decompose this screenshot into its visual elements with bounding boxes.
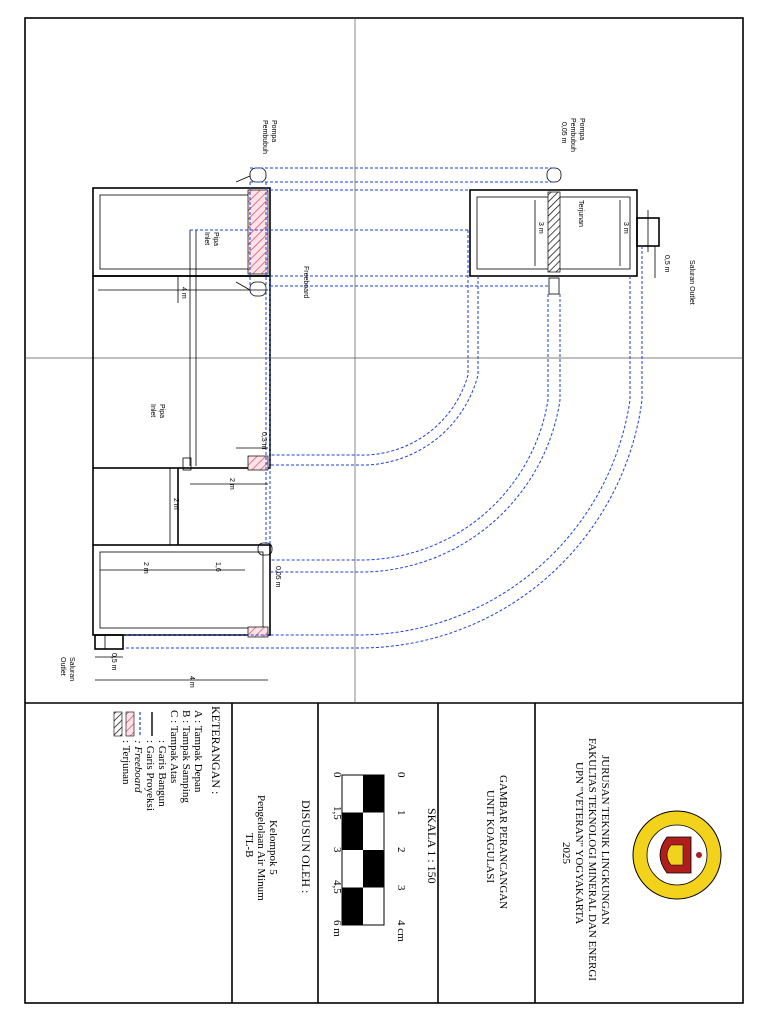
label-dim-2m-b: 2 m	[172, 498, 179, 510]
scale-bottom-2: 3	[331, 847, 343, 853]
label-dim-05-right: 0,5 m	[663, 255, 670, 273]
scale-top-4: 4 cm	[395, 920, 407, 942]
freeboard-hatch-mid	[247, 455, 269, 471]
institution-university: UPN "VETERAN" YOGYAKARTA	[573, 762, 585, 924]
university-logo	[632, 810, 722, 900]
label-dim-4m-bottom: 4 m	[188, 676, 195, 688]
tank-top-left-outer	[92, 187, 271, 277]
label-pompa-right-2: Pembubuh	[569, 118, 576, 152]
label-saluran-outlet-right: Saluran Outlet	[688, 260, 695, 305]
coagulation-unit-drawing: Pompa Pembubuh Pompa Pembubuh 0,05 m Ter…	[59, 118, 695, 688]
label-dim-2m-a: 2 m	[228, 478, 235, 490]
title-block: KETERANGAN : A : Tampak Depan B : Tampak…	[113, 703, 722, 1003]
pump-right	[546, 167, 562, 183]
label-terjunan: Terjunan	[577, 200, 584, 227]
pump-top-left	[249, 167, 267, 183]
institution-faculty: FAKULTAS TEKNOLOGI MINERAL DAN ENERGI	[586, 738, 598, 981]
scale-bottom-0: 0	[331, 772, 343, 778]
drawing-title-1: GAMBAR PERANCANGAN	[497, 775, 509, 909]
scale-top-1: 1	[395, 810, 407, 816]
label-saluran-outlet-bottom-1: Saluran	[68, 657, 75, 681]
scale-top-2: 2	[395, 847, 407, 853]
institution-year: 2025	[560, 842, 572, 865]
sheet-border	[24, 17, 744, 1004]
label-dim-4m-top: 4 m	[180, 287, 187, 299]
keterangan-item-b: B : Tampak Samping	[180, 710, 192, 803]
institution-dept: JURUSAN TEKNIK LINGKUNGAN	[599, 755, 611, 925]
label-saluran-outlet-bottom-2: Outlet	[59, 657, 66, 676]
pump-bottom-left	[249, 281, 267, 297]
projection-lines	[123, 167, 643, 649]
drawing-title-2: UNIT KOAGULASI	[484, 790, 496, 883]
scale-bottom-4: 6 m	[331, 920, 343, 937]
terjunan-hatch	[547, 191, 561, 273]
label-pipa-inlet-top-1: Pipa	[212, 232, 219, 246]
keterangan-item-freeboard: : Freeboard	[132, 740, 144, 793]
label-dim-005-bottom: 0,05 m	[274, 566, 281, 588]
label-dim-05-bottom: 0,5 m	[110, 653, 117, 671]
middle-channel	[92, 275, 271, 469]
legend-terjunan-swatch	[113, 711, 123, 737]
label-freeboard: Freeboard	[302, 266, 309, 298]
label-pompa-left-1: Pompa	[270, 120, 277, 142]
author-class: TL-B	[243, 833, 255, 857]
label-pompa-left-2: Pembubuh	[261, 120, 268, 154]
scale-bottom-1: 1,5	[331, 806, 343, 820]
label-dim-16: 1,6	[214, 562, 221, 572]
tank-bottom-left-inner	[99, 551, 264, 629]
label-dim-3m-a: 3 m	[537, 222, 544, 234]
freeboard-hatch-top	[247, 189, 269, 275]
scale-top-3: 3	[395, 885, 407, 891]
label-pompa-right-1: Pompa	[578, 118, 585, 140]
author-course: Pengelolaan Air Minum	[255, 795, 267, 901]
keterangan-item-garis-proyeksi: : Garis Proyeksi	[144, 740, 156, 811]
tank-bottom-left-outer	[92, 544, 271, 636]
legend-freeboard-swatch	[125, 711, 135, 737]
keterangan-title: KETERANGAN :	[209, 706, 223, 794]
author-group: Kelompok 5	[267, 820, 279, 875]
scale-label: SKALA 1 : 150	[425, 808, 439, 884]
keterangan-item-garis-bangun: : Garis Bangun	[156, 740, 168, 807]
label-dim-3m-b: 3 m	[622, 222, 629, 234]
keterangan-item-terjunan: : Terjunan	[120, 740, 132, 785]
scale-bottom-3: 4,5	[331, 880, 343, 894]
label-pipa-inlet-mid-1: Pipa	[158, 404, 165, 418]
keterangan-item-a: A : Tampak Depan	[192, 710, 204, 793]
outlet-bottom	[94, 634, 124, 650]
scale-bar	[341, 774, 385, 926]
label-dim-2m-c: 2 m	[142, 562, 149, 574]
freeboard-hatch-bottom	[247, 626, 269, 638]
keterangan-item-c: C : Tampak Atas	[168, 710, 180, 783]
label-dim-005-top: 0,05 m	[560, 122, 567, 144]
label-pipa-inlet-top-2: Inlet	[203, 232, 210, 245]
dimension-lines	[95, 200, 656, 681]
scale-top-0: 0	[395, 772, 407, 778]
pump-bottom	[257, 542, 273, 556]
disusun-label: DISUSUN OLEH :	[299, 800, 313, 893]
label-dim-03: 0,3 m	[260, 432, 267, 450]
label-pipa-inlet-mid-2: Inlet	[149, 404, 156, 417]
tank-top-left-inner	[99, 194, 264, 270]
